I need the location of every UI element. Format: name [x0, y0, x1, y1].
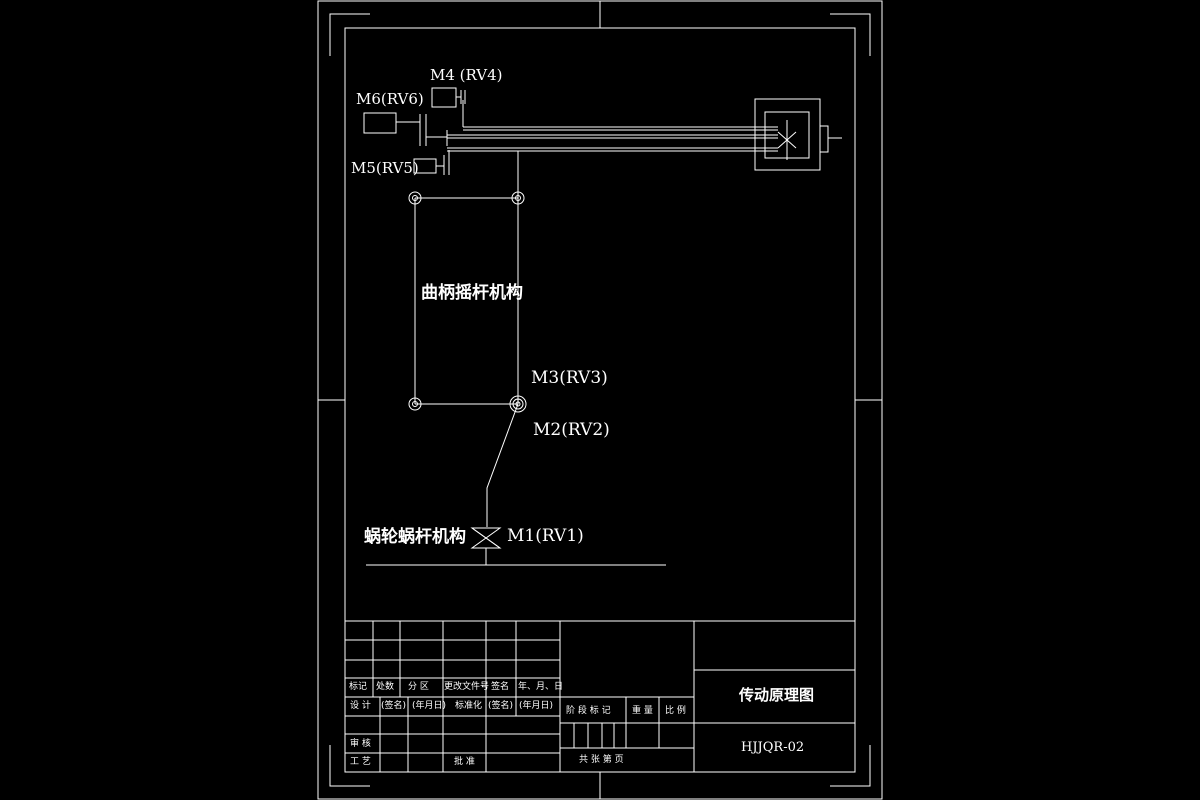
tb-weight: 重 量: [632, 706, 653, 716]
label-worm-gear: 蜗轮蜗杆机构: [364, 527, 466, 547]
tb-mark: 标记: [349, 682, 368, 692]
label-m5: M5(RV5): [351, 159, 419, 177]
motor-m5: [413, 150, 450, 175]
motor-m6: [363, 112, 448, 146]
tb-design: 设 计: [350, 701, 371, 711]
worm-gear-symbol: [366, 527, 666, 566]
drawing-code: HJJQR-02: [741, 740, 805, 755]
motor-m4: [431, 87, 466, 108]
wrist-housing: [754, 98, 842, 171]
tb-design-date: (年月日): [412, 701, 447, 711]
tb-stage-mark: 阶 段 标 记: [566, 706, 611, 716]
tb-std-date: (年月日): [519, 701, 554, 711]
tb-zone: 分 区: [408, 682, 429, 692]
drawing-title: 传动原理图: [739, 686, 815, 704]
corner-marks: [329, 13, 871, 787]
tb-sign: 签名: [491, 682, 510, 692]
label-m6: M6(RV6): [356, 90, 424, 108]
tb-design-sign: (签名): [381, 701, 407, 711]
wrist-shafts: [447, 100, 778, 152]
label-m3: M3(RV3): [531, 368, 608, 388]
label-m1: M1(RV1): [507, 526, 584, 546]
outer-frame: [317, 0, 883, 800]
tb-approve: 批 准: [454, 757, 475, 767]
tb-date: 年、月、日: [518, 682, 564, 692]
tb-review: 审 核: [350, 739, 371, 749]
centring-marks: [318, 1, 882, 799]
tb-doc: 更改文件号: [444, 682, 490, 692]
crank-rocker-linkage: [408, 151, 527, 413]
label-m2: M2(RV2): [533, 420, 610, 440]
label-crank-rocker: 曲柄摇杆机构: [421, 283, 523, 303]
label-m4: M4 (RV4): [430, 66, 503, 84]
tb-standardize: 标准化: [455, 701, 483, 711]
tb-process: 工 艺: [350, 757, 371, 767]
tb-sheets: 共 张 第 页: [579, 755, 624, 765]
lower-arm: [486, 403, 519, 527]
tb-count: 处数: [376, 682, 395, 692]
title-block-grid: [344, 620, 856, 773]
tb-scale: 比 例: [665, 706, 686, 716]
tb-std-sign: (签名): [488, 701, 514, 711]
